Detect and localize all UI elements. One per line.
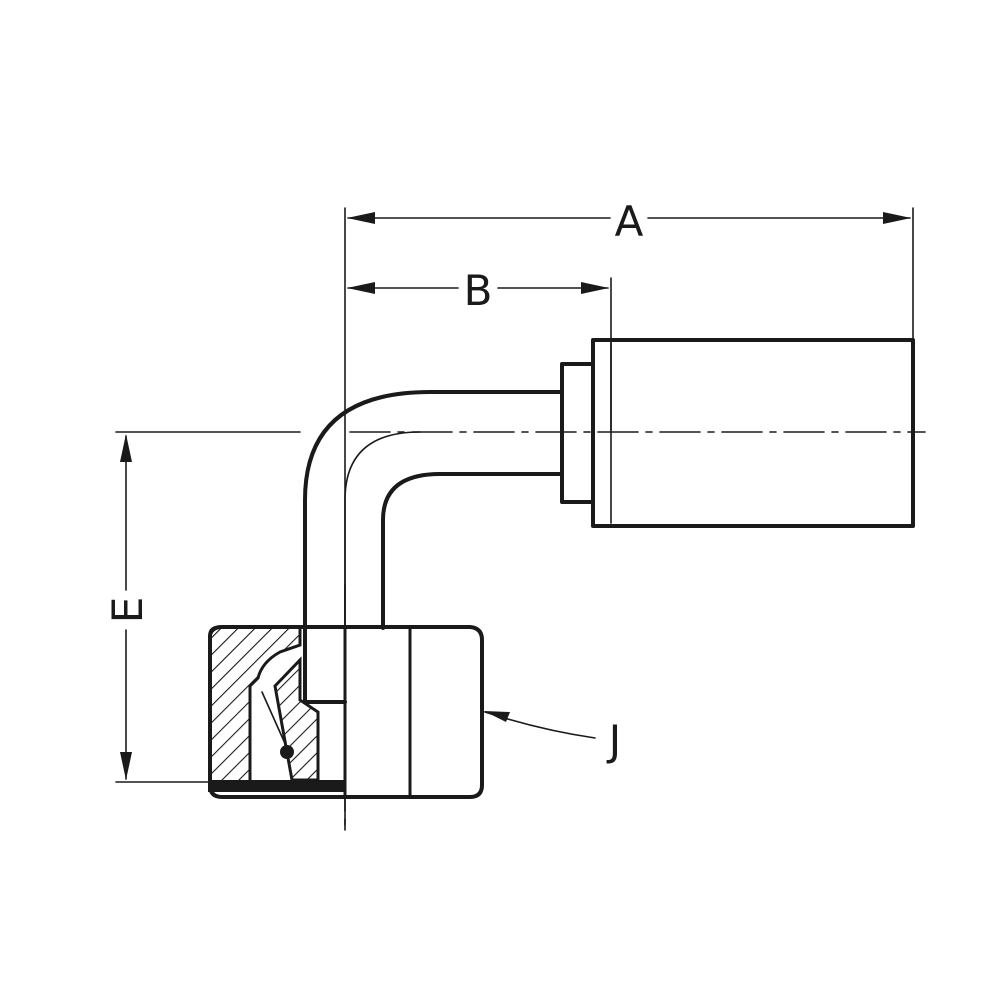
dimension-e: E (103, 431, 301, 783)
nut-section-inner (273, 656, 320, 782)
arrowhead (883, 212, 911, 224)
tube-bend-centerline (344, 431, 421, 631)
arrowhead (120, 752, 132, 780)
dimension-label-a: A (615, 197, 644, 246)
nut-base (208, 780, 345, 792)
arrowhead (484, 711, 510, 722)
arrowhead (120, 434, 132, 462)
elbow-tube (303, 390, 564, 704)
retaining-ring (280, 745, 294, 759)
arrowhead (347, 212, 375, 224)
collar (560, 362, 595, 504)
leader-j: J (484, 711, 621, 765)
dimension-b: B (347, 266, 612, 431)
tube-outer-wall (303, 390, 564, 704)
tube-inner-wall (381, 472, 564, 630)
swivel-nut (208, 625, 484, 799)
retaining-wire (261, 691, 288, 749)
dimension-label-e: E (103, 597, 152, 624)
arrowhead (581, 282, 609, 294)
arrowhead (347, 282, 375, 294)
nut-outline (208, 625, 484, 799)
dimension-label-b: B (464, 266, 493, 315)
crimp-socket (591, 338, 915, 528)
leader-label-j: J (606, 716, 621, 765)
dimension-a: A (344, 197, 914, 831)
socket-body (591, 338, 915, 528)
